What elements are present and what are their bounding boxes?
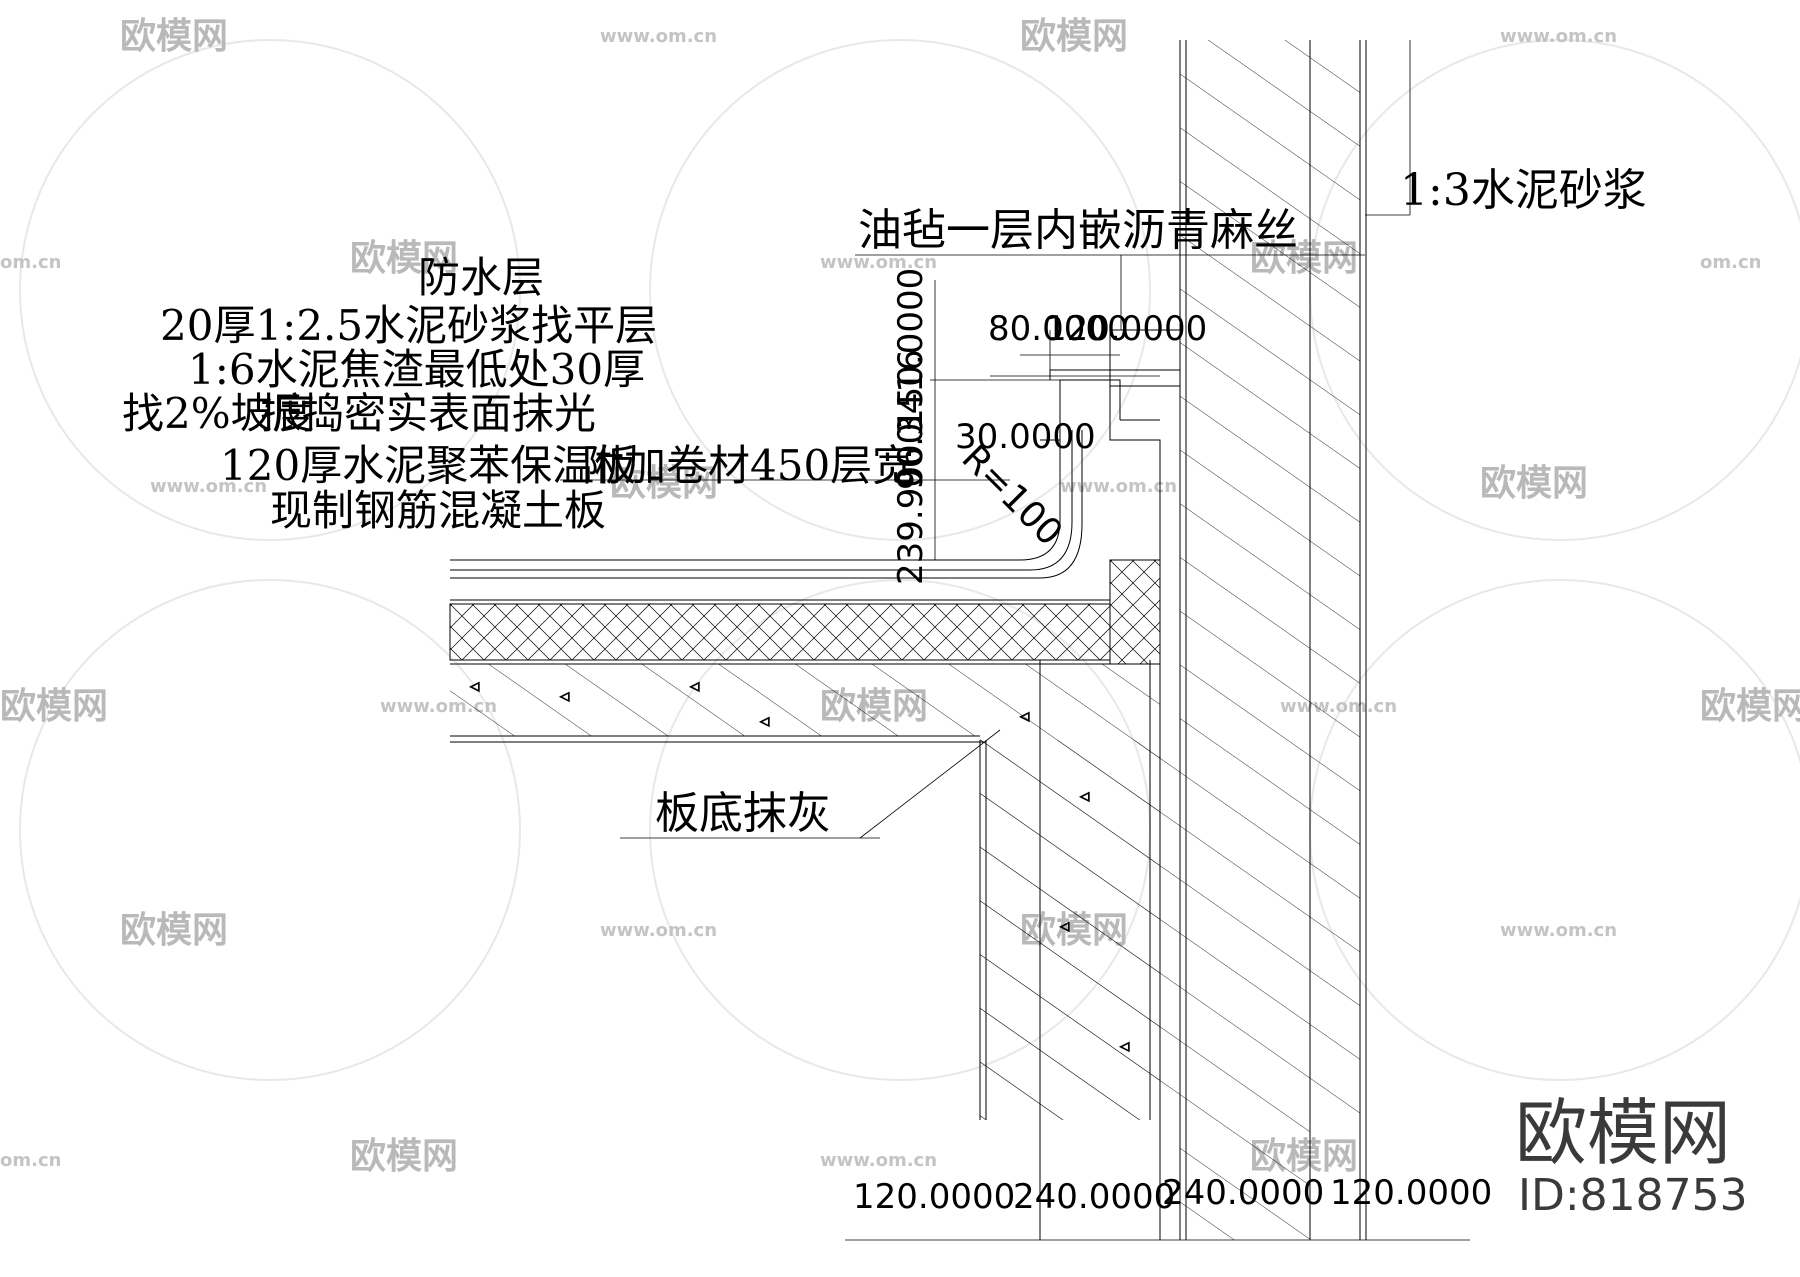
leader-lines	[560, 40, 1470, 1241]
dimensions: 80.0000 120.0000 30.0000 239.9000 96.341…	[853, 268, 1492, 1217]
dim-top-a: 80.0000	[988, 309, 1129, 349]
dim-vertical-b: 96.3416	[891, 349, 931, 490]
svg-text:◁: ◁	[1079, 789, 1089, 803]
label-waterproof: 防水层	[418, 253, 544, 302]
svg-text:◁: ◁	[469, 679, 479, 693]
dim-vertical-a: 239.9000	[891, 423, 931, 585]
svg-text:◁: ◁	[1059, 919, 1069, 933]
watermark-brand: 欧模网	[1700, 686, 1800, 727]
watermark-url: www.om.cn	[820, 1150, 937, 1171]
svg-text:◁: ◁	[689, 679, 699, 693]
dim-mid: 30.0000	[955, 417, 1096, 457]
label-upturn: 附加卷材450层宽	[582, 441, 914, 490]
label-leveling: 20厚1:2.5水泥砂浆找平层	[160, 301, 657, 350]
label-mortar-13: 1:3水泥砂浆	[1400, 165, 1647, 216]
svg-text:◁: ◁	[559, 689, 569, 703]
annotations: 1:3水泥砂浆 油毡一层内嵌沥青麻丝 防水层 20厚1:2.5水泥砂浆找平层 1…	[122, 165, 1647, 839]
dim-vertical-c: 150.0000	[891, 268, 931, 430]
watermark-brand: 欧模网	[350, 1136, 458, 1177]
watermark-brand: 欧模网	[0, 686, 108, 727]
watermark-url: om.cn	[1700, 252, 1761, 273]
watermark-brand: 欧模网	[350, 238, 458, 279]
dim-bottom-2: 240.0000	[1013, 1177, 1175, 1217]
watermark-url: www.om.cn	[820, 252, 937, 273]
label-insulation: 120厚水泥聚苯保温板	[220, 441, 636, 490]
dim-bottom-3: 240.0000	[1162, 1173, 1324, 1213]
dim-bottom-1: 120.0000	[853, 1177, 1015, 1217]
concrete-slab: ◁ ◁ ◁ ◁ ◁ ◁ ◁ ◁	[450, 663, 1160, 1120]
watermark-url: www.om.cn	[600, 920, 717, 941]
watermark-brand: 欧模网	[120, 16, 228, 57]
watermark-url: om.cn	[0, 252, 61, 273]
wall-inner-hatch	[1310, 40, 1360, 1120]
label-slope: 找2%坡度	[122, 389, 315, 438]
svg-text:◁: ◁	[759, 714, 769, 728]
watermark-brand: 欧模网	[1480, 463, 1588, 504]
watermark-url: www.om.cn	[1060, 476, 1177, 497]
watermark-url: www.om.cn	[150, 476, 267, 497]
label-cinder: 1:6水泥焦渣最低处30厚	[188, 345, 645, 394]
dim-bottom-4: 120.0000	[1330, 1173, 1492, 1213]
label-felt-layer: 油毡一层内嵌沥青麻丝	[858, 205, 1298, 256]
brand-logo-text: 欧模网	[1515, 1091, 1731, 1175]
label-vibrate: 振捣密实表面抹光	[260, 389, 596, 438]
svg-text:◁: ◁	[1119, 1039, 1129, 1053]
watermark-brand: 欧模网	[610, 463, 718, 504]
watermark-url: www.om.cn	[600, 26, 717, 47]
watermark-brand: 欧模网	[120, 910, 228, 951]
watermark-url: www.om.cn	[1500, 26, 1617, 47]
brand-id: ID:818753	[1518, 1170, 1748, 1221]
label-concrete: 现制钢筋混凝土板	[270, 486, 606, 535]
label-plaster: 板底抹灰	[655, 788, 831, 839]
watermark-url: om.cn	[0, 1150, 61, 1171]
svg-text:◁: ◁	[1019, 709, 1029, 723]
dim-top-b: 120.0000	[1045, 309, 1207, 349]
watermark-url: www.om.cn	[1500, 920, 1617, 941]
watermark-brand: 欧模网	[1020, 16, 1128, 57]
insulation-layer	[449, 559, 1161, 665]
brand-block: 欧模网 ID:818753	[1515, 1091, 1748, 1221]
